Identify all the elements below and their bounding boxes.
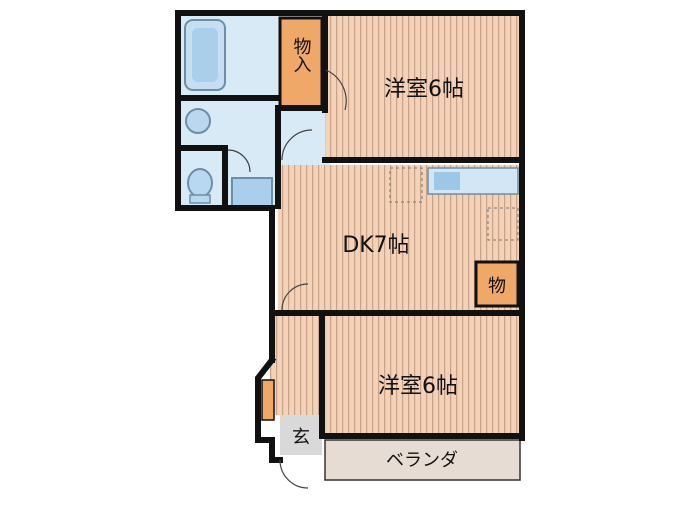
washer-box xyxy=(231,177,273,207)
fridge-space xyxy=(389,167,423,203)
label-closet-top: 物入 xyxy=(291,37,312,73)
entrance xyxy=(280,415,322,455)
bathtub-inner xyxy=(192,28,218,82)
toilet-icon xyxy=(187,168,213,198)
toilet-tank xyxy=(189,194,211,204)
western-room-bottom xyxy=(325,315,520,435)
label-western-bottom: 洋室6帖 xyxy=(378,374,458,399)
label-western-top: 洋室6帖 xyxy=(384,77,464,102)
cabinet-space xyxy=(487,207,519,241)
doors xyxy=(227,69,347,489)
closet-small xyxy=(474,260,520,308)
shoe-closet xyxy=(261,379,275,421)
washbasin-icon xyxy=(185,108,211,134)
label-veranda: ベランダ xyxy=(386,450,458,471)
veranda xyxy=(324,439,521,481)
western-room-top xyxy=(325,15,520,160)
walls xyxy=(175,10,525,463)
hallway xyxy=(270,315,322,415)
kitchen-sink xyxy=(434,172,460,190)
label-dk: DK7帖 xyxy=(342,233,409,258)
label-entrance: 玄 xyxy=(292,427,310,448)
label-closet-small: 物 xyxy=(488,276,506,297)
